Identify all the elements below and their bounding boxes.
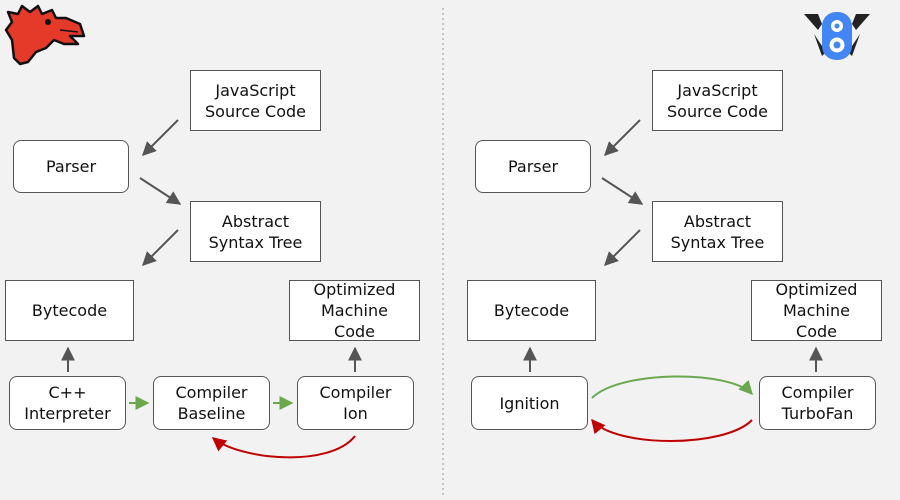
arrow-turbofan-to-ignition-deopt (591, 418, 753, 442)
js-source-box-right: JavaScript Source Code (652, 70, 783, 131)
arrow-source-to-parser-right (604, 119, 641, 156)
arrow-ignition-to-turbofan (591, 375, 753, 399)
ast-box-left: Abstract Syntax Tree (190, 201, 321, 262)
parser-box-left: Parser (13, 140, 129, 193)
arrow-ast-to-bytecode-left (142, 229, 179, 266)
baseline-compiler-box: Compiler Baseline (153, 376, 270, 430)
optimized-code-box-left: Optimized Machine Code (289, 280, 420, 341)
ast-box-right: Abstract Syntax Tree (652, 201, 783, 262)
js-source-box-left: JavaScript Source Code (190, 70, 321, 131)
ion-compiler-box: Compiler Ion (297, 376, 414, 430)
arrow-parser-to-ast-right (601, 177, 644, 205)
ignition-box: Ignition (471, 376, 588, 430)
arrow-source-to-parser-left (142, 119, 179, 156)
mozilla-dino-icon (4, 4, 86, 66)
parser-box-right: Parser (475, 140, 591, 193)
v8-icon (804, 12, 870, 60)
arrow-ion-to-baseline-deopt (211, 435, 356, 459)
optimized-code-box-right: Optimized Machine Code (751, 280, 882, 341)
turbofan-compiler-box: Compiler TurboFan (759, 376, 876, 430)
arrow-ast-to-bytecode-right (604, 229, 641, 266)
bytecode-box-left: Bytecode (5, 280, 134, 341)
arrow-parser-to-ast-left (139, 177, 182, 205)
bytecode-box-right: Bytecode (467, 280, 596, 341)
interpreter-box: C++ Interpreter (9, 376, 126, 430)
